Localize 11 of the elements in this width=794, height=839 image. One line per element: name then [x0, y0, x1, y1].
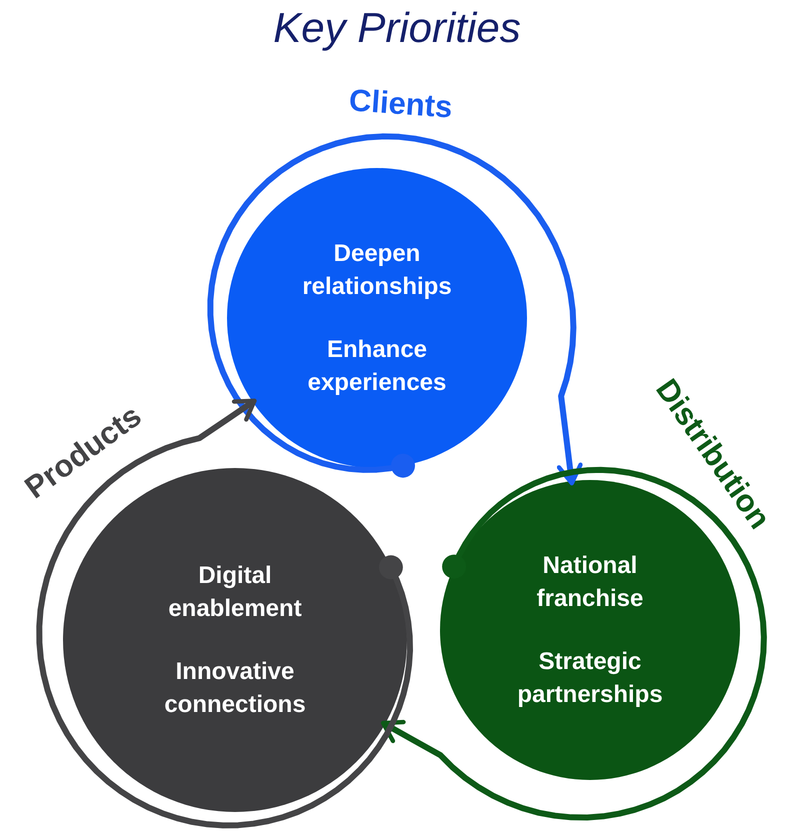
- curved-arrow: [207, 133, 583, 486]
- curved-arrow: [36, 398, 413, 828]
- priority-text: Innovative connections: [163, 657, 307, 720]
- circle-heading: Clients: [347, 82, 453, 126]
- priority-text: Digital enablement: [167, 561, 303, 624]
- priority-text: Enhance experiences: [306, 335, 448, 398]
- priority-text: Deepen relationships: [301, 239, 453, 302]
- title: Key Priorities: [272, 4, 522, 52]
- priority-text: Strategic partnerships: [516, 647, 664, 710]
- priority-text: National franchise: [536, 551, 644, 614]
- curved-arrow: [380, 466, 767, 820]
